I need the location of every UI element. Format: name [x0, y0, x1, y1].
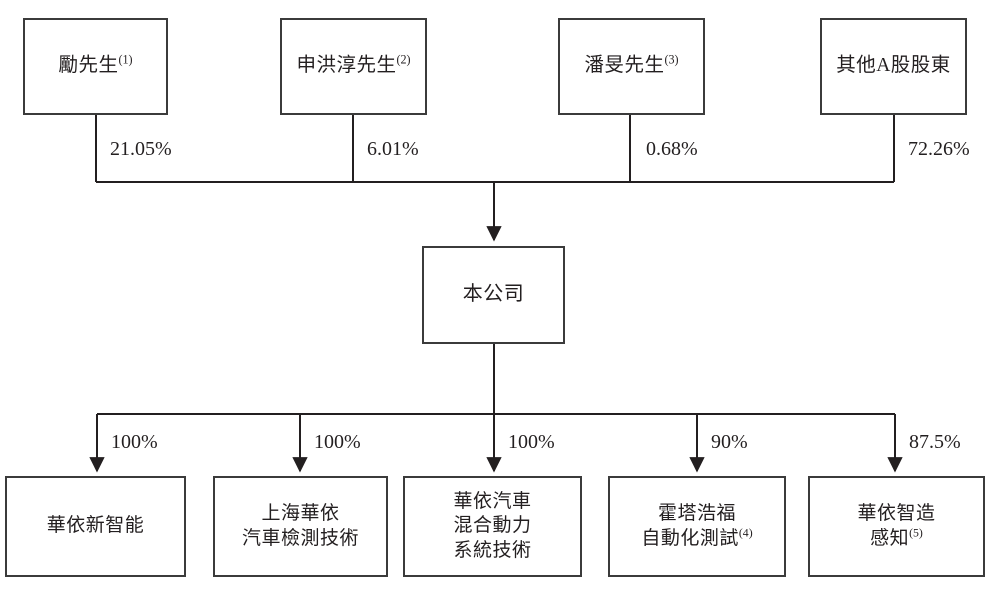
subsidiary-label-5: 華依智造 感知(5): [857, 503, 936, 549]
footnote-marker-2: (2): [396, 52, 411, 67]
shareholder-label-2: 申洪淳先生(2): [296, 52, 411, 77]
footnote-marker-sub-5: (5): [909, 526, 923, 540]
subsidiary-box-2[interactable]: 上海華依 汽車檢測技術: [213, 476, 388, 577]
ownership-percent-shareholder-1: 21.05%: [110, 138, 172, 160]
ownership-percent-subsidiary-5: 87.5%: [909, 431, 961, 453]
company-box[interactable]: 本公司: [422, 246, 565, 344]
ownership-percent-subsidiary-1: 100%: [111, 431, 158, 453]
footnote-marker-1: (1): [118, 52, 133, 67]
subsidiary-label-3: 華依汽車 混合動力 系統技術: [453, 491, 532, 561]
shareholder-box-3[interactable]: 潘旻先生(3): [558, 18, 705, 115]
ownership-percent-shareholder-2: 6.01%: [367, 138, 419, 160]
subsidiary-box-1[interactable]: 華依新智能: [5, 476, 186, 577]
shareholder-label-4: 其他A股股東: [836, 55, 951, 77]
subsidiary-label-4: 霍塔浩福 自動化測試(4): [641, 503, 753, 549]
ownership-percent-subsidiary-3: 100%: [508, 431, 555, 453]
footnote-marker-3: (3): [664, 52, 679, 67]
shareholder-label-3: 潘旻先生(3): [584, 52, 679, 77]
subsidiary-box-4[interactable]: 霍塔浩福 自動化測試(4): [608, 476, 786, 577]
shareholder-label-1: 勵先生(1): [58, 52, 133, 77]
shareholder-box-4[interactable]: 其他A股股東: [820, 18, 967, 115]
ownership-percent-subsidiary-4: 90%: [711, 431, 748, 453]
footnote-marker-sub-4: (4): [738, 526, 753, 540]
subsidiary-label-2: 上海華依 汽車檢測技術: [241, 503, 359, 549]
subsidiary-label-1: 華依新智能: [46, 515, 145, 537]
shareholder-box-2[interactable]: 申洪淳先生(2): [280, 18, 427, 115]
ownership-percent-subsidiary-2: 100%: [314, 431, 361, 453]
subsidiary-box-3[interactable]: 華依汽車 混合動力 系統技術: [403, 476, 582, 577]
subsidiary-box-5[interactable]: 華依智造 感知(5): [808, 476, 985, 577]
ownership-percent-shareholder-4: 72.26%: [908, 138, 970, 160]
ownership-percent-shareholder-3: 0.68%: [646, 138, 698, 160]
company-label: 本公司: [462, 283, 525, 306]
shareholder-box-1[interactable]: 勵先生(1): [23, 18, 168, 115]
